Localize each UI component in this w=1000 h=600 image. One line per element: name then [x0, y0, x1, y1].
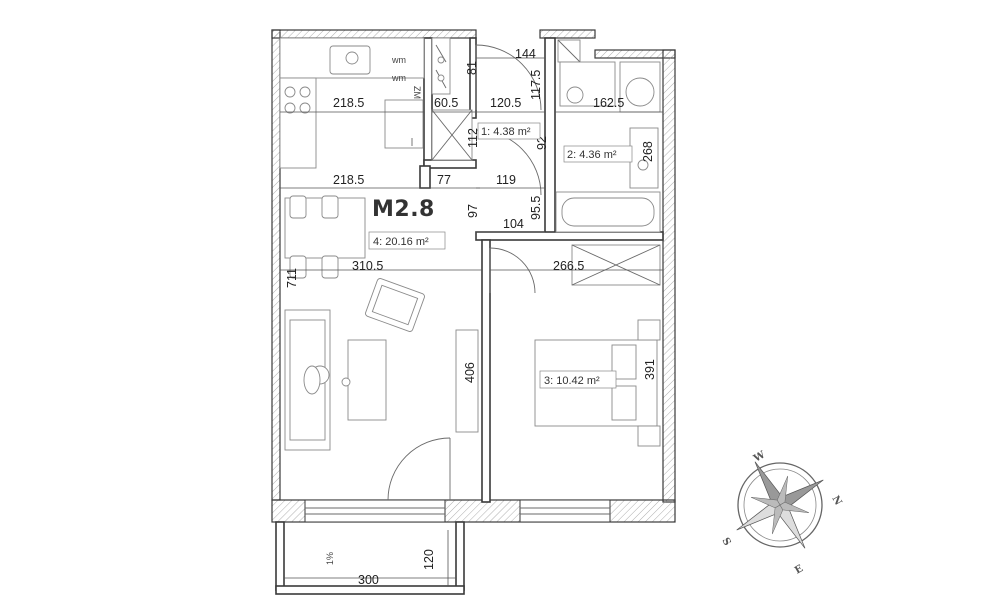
room-1-area: 1: 4.38 m²: [481, 126, 531, 138]
dim-406: 406: [463, 362, 477, 383]
balcony-slope: 1%: [325, 552, 335, 565]
dim-391: 391: [643, 359, 657, 380]
dim-310-5: 310.5: [352, 259, 383, 273]
compass-east: E: [793, 563, 805, 577]
dim-77: 77: [437, 173, 451, 187]
room-1-box: [477, 122, 541, 140]
dim-266-5: 266.5: [553, 259, 584, 273]
bedroom-furniture: [534, 244, 661, 447]
dim-60-5: 60.5: [434, 96, 458, 110]
dim-218-5-mid: 218.5: [333, 173, 364, 187]
washing-machine-label-1: wm: [391, 55, 406, 65]
dim-92: 92: [535, 136, 549, 150]
dim-300: 300: [358, 573, 379, 587]
dim-112: 112: [466, 128, 480, 148]
dim-120-balcony: 120: [422, 549, 436, 570]
dim-81: 81: [465, 61, 479, 75]
kitchen-counter: [279, 37, 425, 169]
room-4-box: [368, 231, 446, 250]
compass-west: W: [751, 449, 768, 465]
dim-117-5: 117.5: [529, 70, 543, 100]
dimension-lines: [280, 57, 663, 586]
dim-119: 119: [496, 173, 516, 187]
unit-label: M2.8: [372, 197, 435, 222]
dim-144: 144: [515, 47, 536, 61]
compass-rose-icon: [736, 461, 824, 549]
dim-268: 268: [641, 141, 655, 162]
room-2-area: 2: 4.36 m²: [567, 149, 617, 161]
balcony: [275, 521, 465, 595]
washing-machine-label-2: wm: [391, 73, 406, 83]
bathroom-fixtures: [555, 39, 661, 233]
dim-97: 97: [466, 204, 480, 218]
room-3-box: [539, 370, 617, 389]
living-furniture: [284, 278, 479, 451]
freezer-label: ZM: [412, 86, 422, 99]
dim-711: 711: [285, 268, 299, 288]
dining-set: [284, 195, 366, 279]
dim-162-5: 162.5: [593, 96, 624, 110]
room-2-box: [563, 145, 633, 163]
dim-218-5-top: 218.5: [333, 96, 364, 110]
hall-fixtures: [431, 37, 473, 161]
dim-95-5: 95.5: [529, 196, 543, 220]
room-3-area: 3: 10.42 m²: [544, 375, 600, 387]
dim-120-5: 120.5: [490, 96, 521, 110]
dim-104: 104: [503, 217, 524, 231]
bottom-windows: [304, 499, 611, 523]
compass-north: N: [829, 494, 843, 507]
compass-south: S: [719, 536, 732, 548]
room-4-area: 4: 20.16 m²: [373, 236, 429, 248]
